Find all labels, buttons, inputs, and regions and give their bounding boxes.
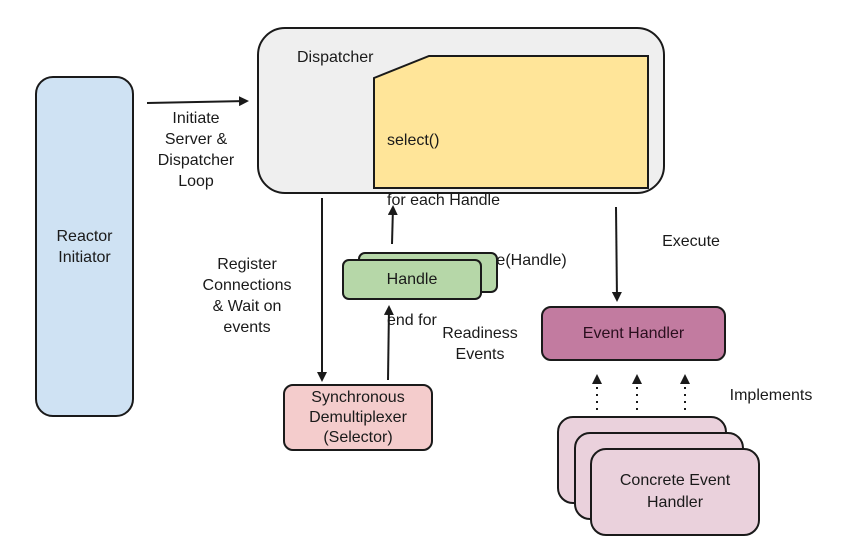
code-line: select(): [387, 132, 440, 149]
concrete-event-handler-label: Concrete Event Handler: [619, 472, 731, 511]
initiate-label: Initiate Server & Dispatcher Loop: [157, 110, 235, 190]
code-line: for each Handle: [387, 192, 500, 209]
event-handler-label: Event Handler: [582, 324, 685, 342]
execute-arrow: [611, 206, 622, 302]
readiness-arrow: [383, 305, 394, 381]
demultiplexer-node: Synchronous Demultiplexer (Selector): [283, 384, 433, 451]
reactor-initiator-label: Reactor Initiator: [56, 227, 113, 266]
handle-to-dispatcher-arrow: [387, 205, 398, 245]
concrete-event-handler-node: Concrete Event Handler: [590, 448, 760, 536]
handle-node: Handle: [342, 259, 482, 300]
reactor-initiator-node: Reactor Initiator: [35, 76, 134, 417]
code-line: end for: [387, 312, 437, 329]
handle-label: Handle: [386, 270, 438, 288]
demultiplexer-label: Synchronous Demultiplexer (Selector): [309, 388, 407, 446]
event-handler-node: Event Handler: [541, 306, 726, 361]
readiness-label: Readiness Events: [442, 325, 518, 363]
dispatcher-label: Dispatcher: [297, 49, 374, 66]
execute-label: Execute: [662, 233, 720, 250]
implements-label: Implements: [729, 387, 813, 404]
register-label: Register Connections & Wait on events: [202, 256, 292, 336]
initiate-arrow: [146, 96, 249, 107]
